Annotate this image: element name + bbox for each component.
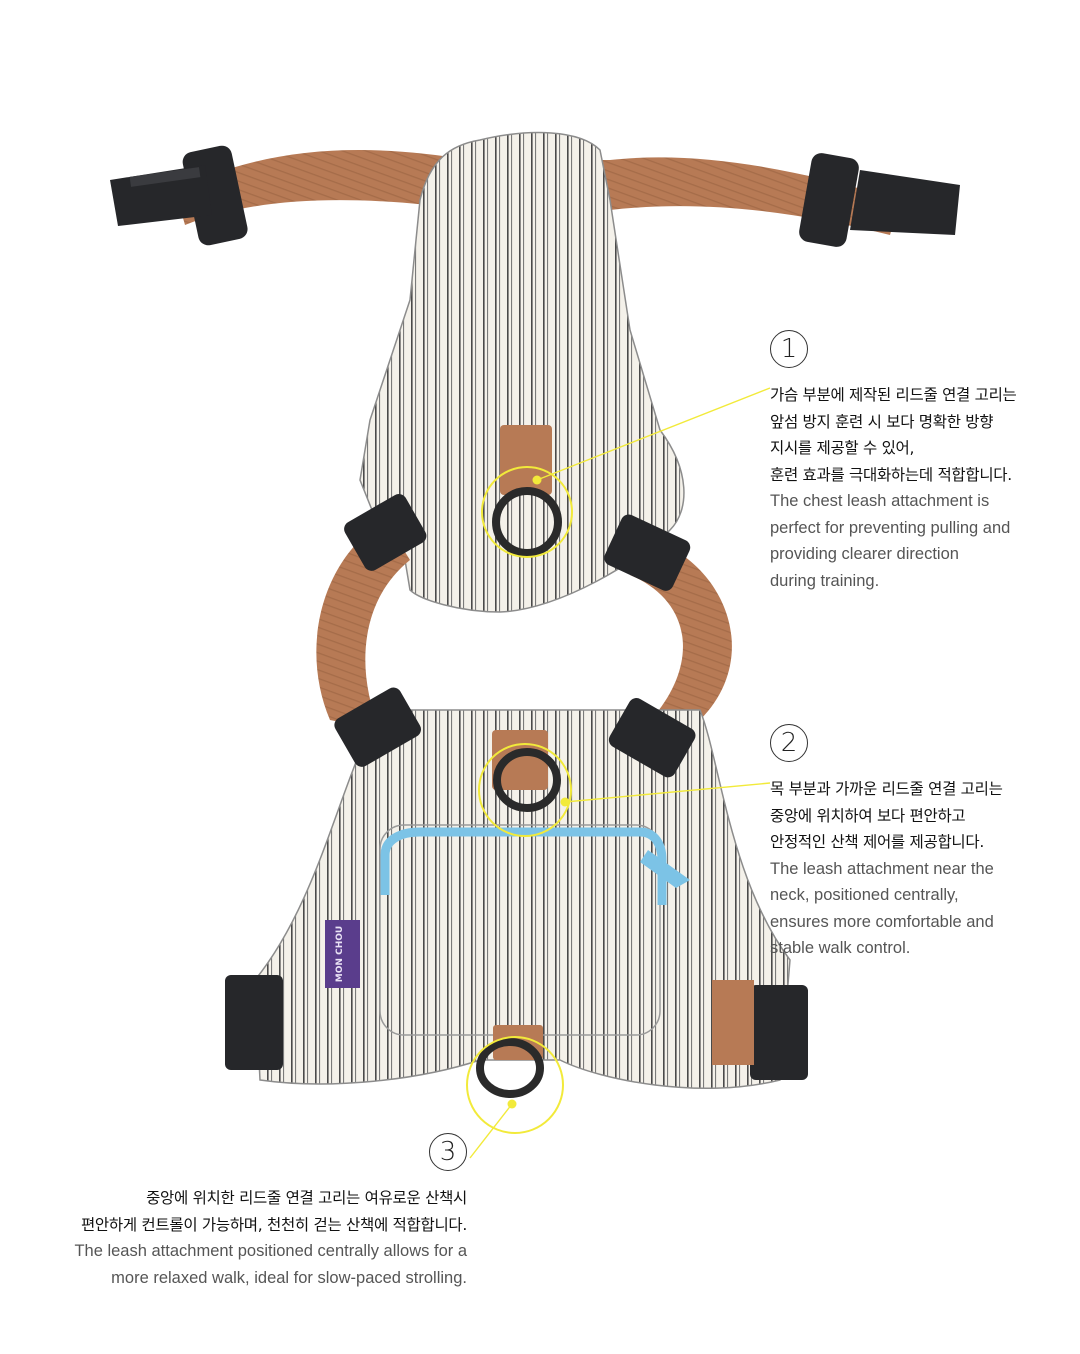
highlight-2	[478, 743, 771, 837]
ko-line: 가슴 부분에 제작된 리드줄 연결 고리는	[770, 386, 1017, 404]
callout-number: 3	[429, 1133, 467, 1171]
ko-line: 앞섬 방지 훈련 시 보다 명확한 방향	[770, 412, 994, 431]
en-line: during training.	[770, 571, 880, 590]
top-left-buckle	[110, 145, 248, 246]
callout-korean-text: 목 부분과 가까운 리드줄 연결 고리는 중앙에 위치하여 보다 편안하고 안정…	[770, 776, 1003, 856]
ko-line: 중앙에 위치한 리드줄 연결 고리는 여유로운 산책시	[146, 1189, 467, 1207]
ko-line: 목 부분과 가까운 리드줄 연결 고리는	[770, 780, 1003, 798]
brand-label: MON CHOU	[335, 926, 345, 982]
callout-english-text: The chest leash attachment is perfect fo…	[770, 488, 1017, 594]
ko-line: 훈련 효과를 극대화하는데 적합합니다.	[770, 465, 1012, 484]
callout-number: 2	[770, 724, 808, 762]
ko-line: 지시를 제공할 수 있어,	[770, 439, 915, 457]
en-line: more relaxed walk, ideal for slow-paced …	[111, 1268, 467, 1287]
callout-1: 1 가슴 부분에 제작된 리드줄 연결 고리는 앞섬 방지 훈련 시 보다 명확…	[770, 330, 1017, 594]
en-line: The leash attachment positioned centrall…	[74, 1242, 467, 1260]
ko-line: 편안하게 컨트롤이 가능하며, 천천히 걷는 산책에 적합합니다.	[80, 1215, 467, 1234]
body-panel: MON CHOU	[225, 687, 808, 1098]
en-line: The chest leash attachment is	[770, 492, 990, 510]
en-line: ensures more comfortable and	[770, 912, 994, 931]
brand-tag	[325, 920, 360, 988]
en-line: providing clearer direction	[770, 545, 959, 563]
callout-english-text: The leash attachment positioned centrall…	[20, 1238, 467, 1291]
highlight-1	[481, 387, 771, 558]
highlight-3	[466, 1036, 564, 1159]
callout-3: 3 중앙에 위치한 리드줄 연결 고리는 여유로운 산책시 편안하게 컨트롤이 …	[20, 1133, 467, 1291]
middle-strap	[316, 494, 732, 730]
en-line: neck, positioned centrally,	[770, 886, 959, 904]
ko-line: 안정적인 산책 제어를 제공합니다.	[770, 833, 984, 851]
chest-panel	[359, 131, 685, 613]
en-line: perfect for preventing pulling and	[770, 518, 1011, 537]
callout-2: 2 목 부분과 가까운 리드줄 연결 고리는 중앙에 위치하여 보다 편안하고 …	[770, 724, 1003, 962]
en-line: The leash attachment near the	[770, 859, 994, 878]
ko-line: 중앙에 위치하여 보다 편안하고	[770, 806, 966, 825]
callout-korean-text: 중앙에 위치한 리드줄 연결 고리는 여유로운 산책시 편안하게 컨트롤이 가능…	[20, 1185, 467, 1238]
callout-korean-text: 가슴 부분에 제작된 리드줄 연결 고리는 앞섬 방지 훈련 시 보다 명확한 …	[770, 382, 1017, 488]
callout-number: 1	[770, 330, 808, 368]
top-right-buckle	[799, 153, 960, 247]
callout-english-text: The leash attachment near the neck, posi…	[770, 856, 1003, 962]
en-line: stable walk control.	[770, 939, 911, 957]
